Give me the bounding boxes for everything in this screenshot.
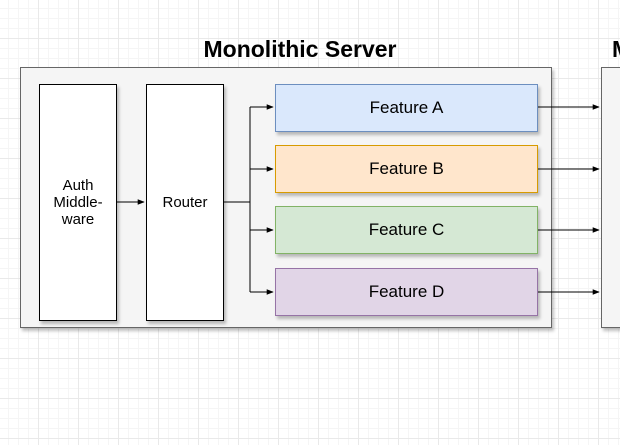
feature-a-label: Feature A xyxy=(369,98,444,117)
feature-b-box: Feature B xyxy=(275,145,538,193)
auth-label-line-3: ware xyxy=(61,211,95,228)
feature-d-label: Feature D xyxy=(368,282,445,301)
auth-label-line-2: Middle- xyxy=(53,194,103,211)
feature-d-box: Feature D xyxy=(275,268,538,316)
auth-label-line-1: Auth xyxy=(62,177,94,194)
auth-middleware-box: Auth Middle- ware xyxy=(39,84,117,321)
router-label: Router xyxy=(162,194,208,211)
feature-b-label: Feature B xyxy=(369,159,444,178)
right-container-partial xyxy=(601,67,620,328)
feature-a-box: Feature A xyxy=(275,84,538,132)
router-box: Router xyxy=(146,84,224,321)
auth-middleware-label: Auth Middle- ware xyxy=(53,177,102,228)
diagram-title-right-partial: M xyxy=(612,36,620,63)
diagram-title: Monolithic Server xyxy=(203,36,397,62)
feature-c-box: Feature C xyxy=(275,206,538,254)
feature-c-label: Feature C xyxy=(368,220,445,239)
